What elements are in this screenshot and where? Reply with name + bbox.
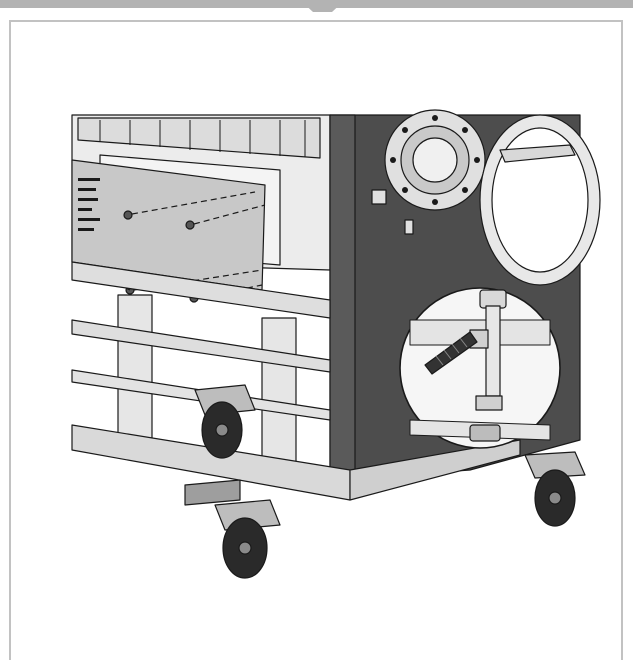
hose-fitting-icon bbox=[469, 289, 507, 442]
detail-circle bbox=[399, 287, 561, 449]
frame-rail-upper bbox=[71, 261, 331, 319]
flange-icon bbox=[384, 109, 486, 211]
round-duct bbox=[479, 114, 601, 286]
frame-base-rail-right bbox=[349, 439, 521, 501]
caster-wheel-icon bbox=[184, 384, 586, 579]
machine-illustration bbox=[71, 0, 601, 579]
frame-rail-middle bbox=[71, 319, 331, 373]
header-tab bbox=[300, 0, 345, 12]
top-grille bbox=[77, 117, 321, 159]
